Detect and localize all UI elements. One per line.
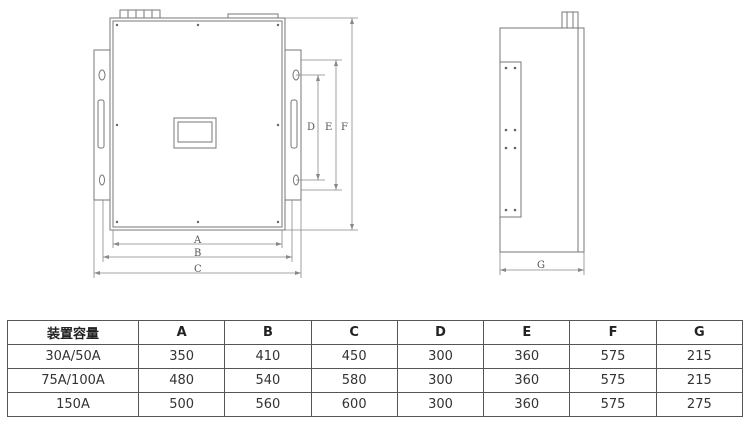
dimension-label-f: F [341, 122, 348, 133]
dimension-label-g: G [537, 260, 545, 271]
dimension-spec-table: 装置容量 A B C D E F G 30A/50A 350 410 450 3… [7, 320, 744, 417]
table-row: 150A 500 560 600 300 360 575 275 [7, 392, 744, 417]
outline-drawing: A B C D E F G [93, 9, 585, 278]
cell-f: 575 [569, 368, 657, 393]
cell-d: 300 [396, 392, 485, 417]
header-a: A [137, 320, 226, 345]
cell-capacity: 75A/100A [7, 368, 139, 393]
cell-d: 300 [396, 344, 485, 369]
header-c: C [310, 320, 398, 345]
cell-c: 600 [310, 392, 398, 417]
header-b: B [224, 320, 312, 345]
cell-b: 410 [224, 344, 312, 369]
front-view [93, 9, 358, 278]
header-e: E [483, 320, 571, 345]
cell-g: 275 [655, 392, 744, 417]
cell-g: 215 [655, 344, 744, 369]
side-mounting-rail [499, 61, 522, 218]
dimension-label-e: E [325, 122, 332, 133]
header-d: D [396, 320, 485, 345]
header-capacity: 装置容量 [7, 320, 139, 345]
dimension-label-d: D [307, 122, 315, 133]
side-dimension-lines [499, 252, 585, 275]
dimension-label-a: A [193, 235, 202, 246]
table-header-row: 装置容量 A B C D E F G [7, 320, 744, 345]
cell-a: 480 [137, 368, 226, 393]
header-f: F [569, 320, 657, 345]
front-dimension-arrows [94, 18, 354, 275]
display-screen [173, 117, 217, 149]
right-mounting-bracket [285, 49, 302, 201]
cell-a: 500 [137, 392, 226, 417]
cell-c: 450 [310, 344, 398, 369]
header-g: G [655, 320, 744, 345]
side-rail-holes [504, 66, 517, 212]
cell-d: 300 [396, 368, 485, 393]
cell-g: 215 [655, 368, 744, 393]
dimension-label-b: B [194, 248, 201, 259]
cell-b: 540 [224, 368, 312, 393]
top-terminals [119, 9, 279, 19]
cell-e: 360 [483, 344, 571, 369]
side-dimension-arrows [500, 268, 584, 272]
cell-e: 360 [483, 392, 571, 417]
cell-f: 575 [569, 392, 657, 417]
cell-e: 360 [483, 368, 571, 393]
front-dimension-lines [93, 17, 358, 278]
table-row: 30A/50A 350 410 450 300 360 575 215 [7, 344, 744, 369]
left-mounting-bracket [93, 49, 110, 201]
enclosure-body [109, 17, 286, 231]
table-row: 75A/100A 480 540 580 300 360 575 215 [7, 368, 744, 393]
cell-f: 575 [569, 344, 657, 369]
screw-holes [115, 23, 280, 224]
cell-b: 560 [224, 392, 312, 417]
cell-c: 580 [310, 368, 398, 393]
side-top-terminal [561, 11, 579, 29]
cell-a: 350 [137, 344, 226, 369]
cell-capacity: 30A/50A [7, 344, 139, 369]
dimension-label-c: C [194, 264, 202, 275]
side-view [499, 11, 585, 275]
cell-capacity: 150A [7, 392, 139, 417]
